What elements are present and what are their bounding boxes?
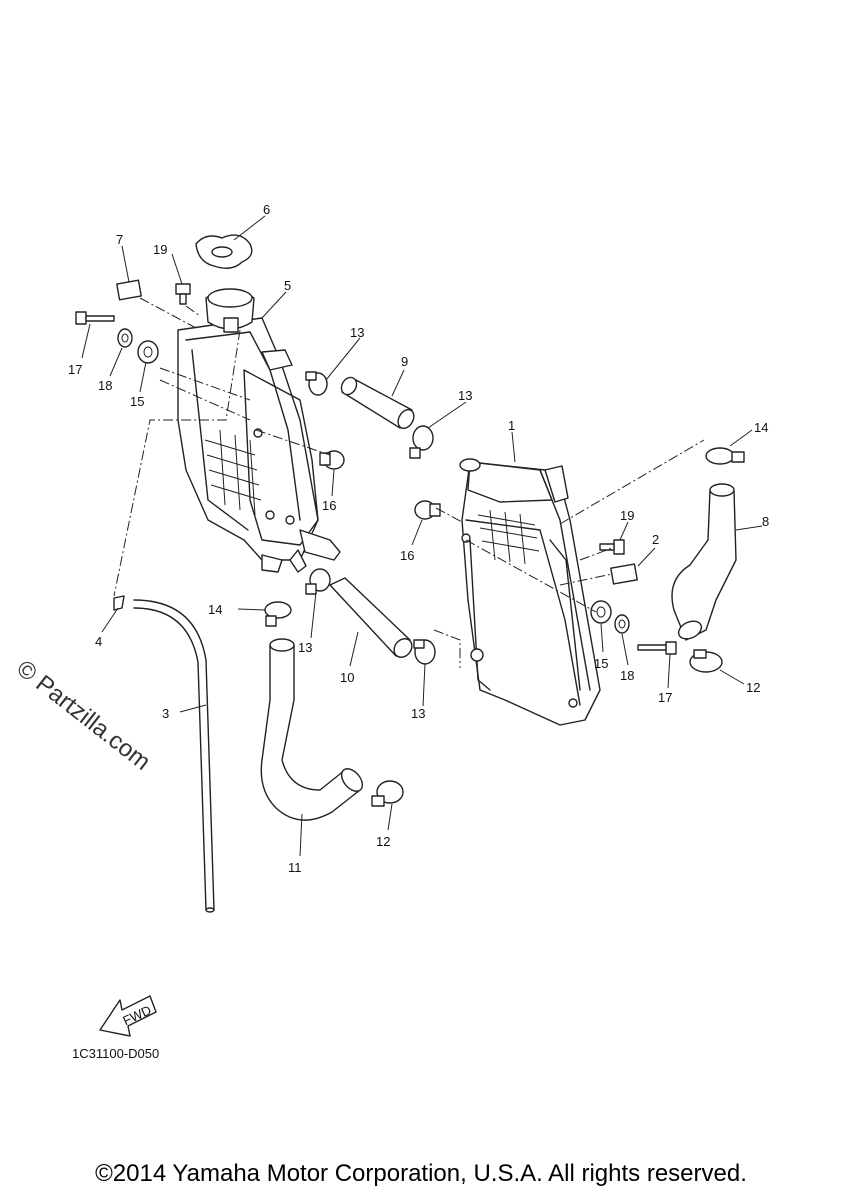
- callout-12-right: 12: [746, 680, 760, 695]
- callout-13-lower-left: 13: [298, 640, 312, 655]
- callout-16-left: 16: [322, 498, 336, 513]
- grommet-15-right: [590, 600, 612, 624]
- callout-13-upper-left: 13: [350, 325, 364, 340]
- clamp-14-left: [264, 601, 292, 627]
- upper-connecting-hose: [340, 376, 415, 430]
- damper-7: [116, 279, 142, 301]
- right-radiator: [459, 458, 601, 726]
- callout-7: 7: [116, 232, 123, 247]
- assembly-lines: [113, 297, 705, 668]
- callout-19-left: 19: [153, 242, 167, 257]
- callout-11: 11: [288, 860, 302, 875]
- bolt-19-left: [175, 283, 191, 305]
- callout-15-right: 15: [594, 656, 608, 671]
- clamp-12-right: [689, 649, 723, 673]
- callout-18-right: 18: [620, 668, 634, 683]
- grommet-16-right: [414, 500, 441, 520]
- bolt-17-left: [75, 311, 115, 325]
- callout-17-left: 17: [68, 362, 82, 377]
- lower-connecting-hose: [329, 577, 413, 658]
- leader-lines: [81, 215, 763, 857]
- clamp-13-upper-left: [305, 371, 328, 396]
- right-radiator-hose: [671, 483, 737, 641]
- callout-3: 3: [162, 706, 169, 721]
- bolt-17-right: [637, 641, 677, 655]
- collar-18-left: [117, 328, 133, 348]
- clamp-13-lower-left: [305, 568, 331, 595]
- callout-19-right: 19: [620, 508, 634, 523]
- callout-16-right: 16: [400, 548, 414, 563]
- callout-14-right: 14: [754, 420, 768, 435]
- damper-2: [610, 563, 638, 585]
- callout-6: 6: [263, 202, 270, 217]
- callout-13-upper-right: 13: [458, 388, 472, 403]
- clip-4: [113, 595, 125, 611]
- grommet-15-left: [137, 340, 159, 364]
- copyright-notice: ©2014 Yamaha Motor Corporation, U.S.A. A…: [95, 1160, 747, 1187]
- lower-radiator-hose: [260, 638, 364, 821]
- callout-5: 5: [284, 278, 291, 293]
- left-radiator: [177, 317, 341, 573]
- radiator-cap: [195, 234, 253, 269]
- overflow-hose: [133, 599, 215, 913]
- callouts: 1 2 3 4 5 6 7 8 9 10 11 12 12 13 13 13 1…: [68, 202, 769, 875]
- clamp-14-right: [705, 447, 745, 465]
- callout-17-right: 17: [658, 690, 672, 705]
- collar-18-right: [614, 614, 630, 634]
- callout-12-lower: 12: [376, 834, 390, 849]
- grommet-16-left: [319, 450, 345, 470]
- fwd-arrow-icon: FWD: [99, 995, 157, 1037]
- callout-1: 1: [508, 418, 515, 433]
- diagram-code: 1C31100-D050: [72, 1046, 160, 1061]
- callout-2: 2: [652, 532, 659, 547]
- callout-13-lower-right: 13: [411, 706, 425, 721]
- bolt-19-right: [599, 539, 625, 555]
- callout-9: 9: [401, 354, 408, 369]
- callout-15-left: 15: [130, 394, 144, 409]
- radiator-filler-neck: [205, 288, 255, 333]
- clamp-12-lower: [371, 780, 404, 807]
- callout-4: 4: [95, 634, 102, 649]
- clamp-13-lower-right: [413, 639, 436, 665]
- callout-18-left: 18: [98, 378, 112, 393]
- callout-8: 8: [762, 514, 769, 529]
- callout-14-left: 14: [208, 602, 222, 617]
- clamp-13-upper-right: [409, 425, 434, 459]
- fwd-label: FWD: [120, 1002, 153, 1028]
- callout-10: 10: [340, 670, 354, 685]
